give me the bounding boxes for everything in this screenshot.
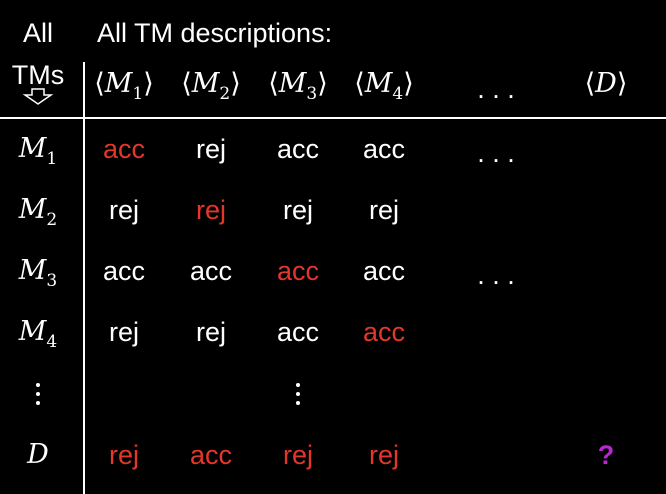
row-header-m1: M1 (18, 133, 58, 169)
cell: rej (282, 195, 314, 225)
cell: rej (195, 134, 227, 164)
cell: rej (108, 195, 140, 225)
cell: acc (276, 317, 320, 347)
corner-label-tms: TMs (11, 60, 65, 90)
cell: rej (282, 440, 314, 470)
vertical-divider (83, 62, 85, 494)
row-header-m3: M3 (18, 255, 58, 291)
row-ellipsis: . . . (477, 260, 515, 290)
down-arrow-icon (22, 88, 54, 105)
cell: acc (362, 256, 406, 286)
cell: acc (102, 256, 146, 286)
question-mark: ? (597, 440, 615, 470)
row-header-d: D (27, 439, 49, 470)
cell: rej (195, 317, 227, 347)
cell: acc (276, 134, 320, 164)
cell: acc (362, 317, 406, 347)
cell: rej (368, 195, 400, 225)
col-header-m3: ⟨M3⟩ (268, 68, 328, 104)
cell: rej (368, 440, 400, 470)
cell: rej (108, 317, 140, 347)
cell: rej (108, 440, 140, 470)
col-header-m1: ⟨M1⟩ (94, 68, 154, 104)
cell-vertical-ellipsis (296, 383, 302, 405)
corner-label-all: All (22, 18, 54, 48)
cell: acc (102, 134, 146, 164)
cell: rej (195, 195, 227, 225)
col-header-d: ⟨D⟩ (584, 68, 628, 99)
descriptions-heading: All TM descriptions: (97, 18, 333, 48)
cell: acc (362, 134, 406, 164)
col-header-m2: ⟨M2⟩ (181, 68, 241, 104)
row-ellipsis: . . . (477, 138, 515, 168)
row-header-m2: M2 (18, 194, 58, 230)
col-header-m4: ⟨M4⟩ (354, 68, 414, 104)
cell: acc (189, 256, 233, 286)
row-header-m4: M4 (18, 316, 58, 352)
col-header-ellipsis: . . . (477, 74, 515, 104)
cell: acc (276, 256, 320, 286)
horizontal-divider (0, 117, 666, 119)
row-vertical-ellipsis (36, 383, 42, 405)
cell: acc (189, 440, 233, 470)
